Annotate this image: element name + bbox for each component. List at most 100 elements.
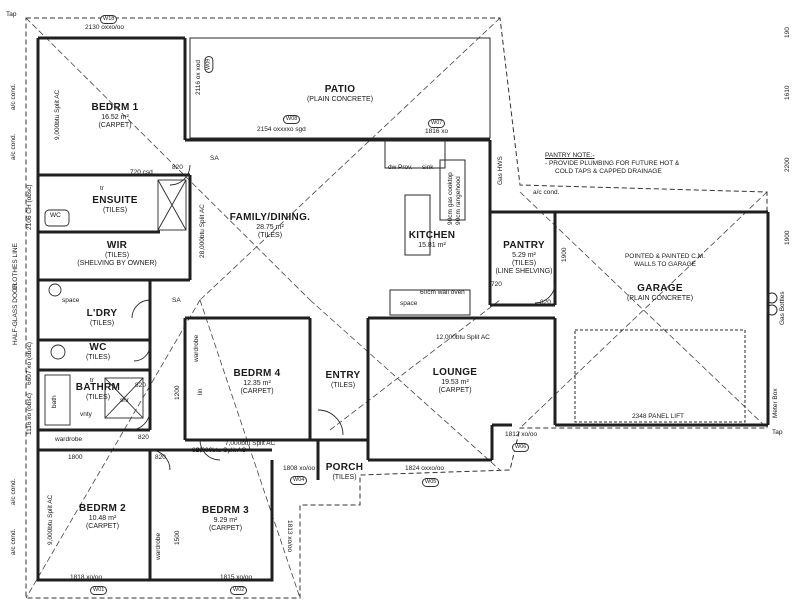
room-ensuite: ENSUITE (TILES) — [80, 195, 150, 215]
room-finish: (TILES) — [511, 259, 537, 267]
room-finish: (CARPET) — [98, 121, 132, 129]
door-820-1: 820 — [172, 164, 183, 171]
wc-fixture-label: WC — [50, 212, 61, 219]
window-dim-w01: 1818 xo/oo — [70, 574, 103, 581]
room-finish: (TILES) — [104, 251, 130, 259]
dim-1900: 1900 — [561, 247, 568, 262]
side-dim-1900: 1900 — [784, 230, 791, 245]
room-area: 10.48 m² — [88, 514, 117, 522]
ac-cond-left-4: a/c cond. — [10, 528, 17, 555]
window-tag-w07: W07 — [428, 119, 446, 128]
gas-bottles — [766, 292, 778, 316]
room-wc: WC (TILES) — [78, 342, 118, 362]
side-dim-1610: 1610 — [784, 85, 791, 100]
room-area: 19.53 m² — [441, 378, 469, 386]
window-tag-w18: W18 — [100, 15, 118, 24]
ac-cond-left-3: a/c cond. — [10, 478, 17, 505]
split-ac-bedrm4: 7,000btu Split AC — [225, 440, 276, 447]
dim-1800: 1800 — [68, 454, 83, 461]
window-dim-w08: 2154 oxxxxo sgd — [257, 126, 306, 133]
room-name: ENSUITE — [92, 195, 138, 206]
room-area: 5.29 m² — [512, 251, 536, 259]
patio-slab — [189, 37, 491, 139]
room-name: PATIO — [324, 84, 356, 95]
garage-walls-note: POINTED & PAINTED C.M. WALLS TO GARAGE — [624, 253, 706, 269]
room-finish: (TILES) — [257, 231, 283, 239]
smoke-alarm-2: SA — [172, 297, 181, 304]
window-dim-left-w16: 2106 CH (obsc) — [26, 184, 33, 230]
room-finish: (TILES) — [330, 381, 356, 389]
side-dim-190: 190 — [784, 27, 791, 38]
room-finish: (PLAIN CONCRETE) — [306, 95, 374, 103]
room-finish: (TILES) — [85, 393, 111, 401]
room-ldry: L'DRY (TILES) — [72, 308, 132, 328]
window-tag-w08: W08 — [283, 115, 301, 124]
room-wir: WIR (TILES) (SHELVING BY OWNER) — [62, 240, 172, 268]
window-tag-w05: W05 — [422, 478, 440, 487]
room-name: BEDRM 2 — [78, 503, 127, 514]
split-ac-bedrm3: 9,000btu Split AC — [196, 447, 247, 454]
rangehood-label: 90cm rangehood — [455, 176, 462, 225]
window-dim-w07: 1816 xo — [425, 128, 449, 135]
shower-label: shr — [120, 397, 130, 404]
window-dim-w09: 2116 ox xod — [195, 60, 202, 95]
room-bathrm: BATHRM (TILES) — [68, 382, 128, 402]
room-lounge: LOUNGE 19.53 m² (CARPET) — [420, 367, 490, 395]
cooktop-label: 90cm gas cooktop — [447, 172, 454, 225]
room-finish: (CARPET) — [85, 522, 120, 530]
window-dim-w06: 1812 xo/oo — [505, 431, 538, 438]
window-dim-w05: 1824 oxxo/oo — [405, 465, 445, 472]
meter-box-label: Meter Box — [772, 388, 779, 418]
window-dim-w18: 2130 oxxo/oo — [85, 24, 125, 31]
pantry-note-title: PANTRY NOTE:- — [545, 152, 595, 159]
tap-top-label: Tap — [6, 11, 17, 18]
pantry-note-line2: COLD TAPS & CAPPED DRAINAGE — [555, 168, 662, 176]
room-area: 9.29 m² — [213, 516, 238, 524]
room-area: 15.81 m² — [418, 241, 446, 249]
room-bedrm1: BEDRM 1 16.52 m² (CARPET) — [65, 102, 165, 130]
side-dim-2200: 2200 — [784, 157, 791, 172]
room-finish: (CARPET) — [208, 524, 243, 532]
door-820-4: 820 — [192, 447, 203, 454]
gas-hws-label: Gas HWS — [497, 156, 504, 185]
prov-label: Prov. — [398, 164, 413, 171]
door-820-6: 820 — [135, 382, 146, 389]
towel-rail-1: tr — [100, 185, 104, 192]
fridge-space-label: space — [400, 300, 418, 307]
walls — [36, 36, 770, 582]
window-dim-left-w12: 1116 xo (obsc) — [26, 392, 33, 435]
bath-label: bath — [51, 395, 58, 408]
room-name: WIR — [106, 240, 128, 251]
split-ac-bedrm1: 9,000btu Split AC — [54, 89, 61, 140]
room-patio: PATIO (PLAIN CONCRETE) — [275, 84, 405, 104]
split-ac-bedrm2: 9,000btu Split AC — [47, 494, 54, 545]
space-label: space — [62, 297, 80, 304]
room-name: PORCH — [325, 462, 364, 473]
wardrobe-bedrm4: wardrobe — [193, 334, 200, 362]
roof-hip-lines — [25, 17, 768, 599]
towel-rail-2: tr — [90, 377, 94, 384]
vanity-label: vnty — [80, 411, 92, 418]
door-820-5: 820 — [540, 299, 551, 306]
room-finish: (TILES) — [102, 206, 128, 214]
room-name: GARAGE — [637, 283, 683, 294]
room-name: BEDRM 3 — [201, 505, 250, 516]
smoke-alarm-1: SA — [210, 155, 219, 162]
split-ac-family: 28,000btu Split AC — [199, 204, 206, 258]
gas-bottles-label: Gas Bottles — [779, 291, 786, 325]
room-name: PANTRY — [503, 240, 545, 251]
room-kitchen: KITCHEN 15.81 m² — [392, 230, 472, 250]
sink-label: sink — [422, 164, 434, 171]
split-ac-lounge: 12,000btu Split AC — [436, 334, 490, 341]
pantry-note-line1: - PROVIDE PLUMBING FOR FUTURE HOT & — [545, 160, 680, 168]
panel-lift-label: 2348 PANEL LIFT — [632, 413, 685, 420]
room-area: 16.52 m² — [101, 113, 129, 121]
dim-1200: 1200 — [174, 385, 181, 400]
linen-label: lin — [197, 388, 204, 395]
dw-label: dw — [388, 164, 397, 171]
room-name: LOUNGE — [432, 367, 478, 378]
window-dim-w04: 1808 xo/oo — [283, 465, 316, 472]
ac-cond-garage: a/c cond. — [533, 189, 560, 196]
room-finish: (CARPET) — [240, 387, 274, 395]
garage-door-opening — [574, 329, 746, 423]
